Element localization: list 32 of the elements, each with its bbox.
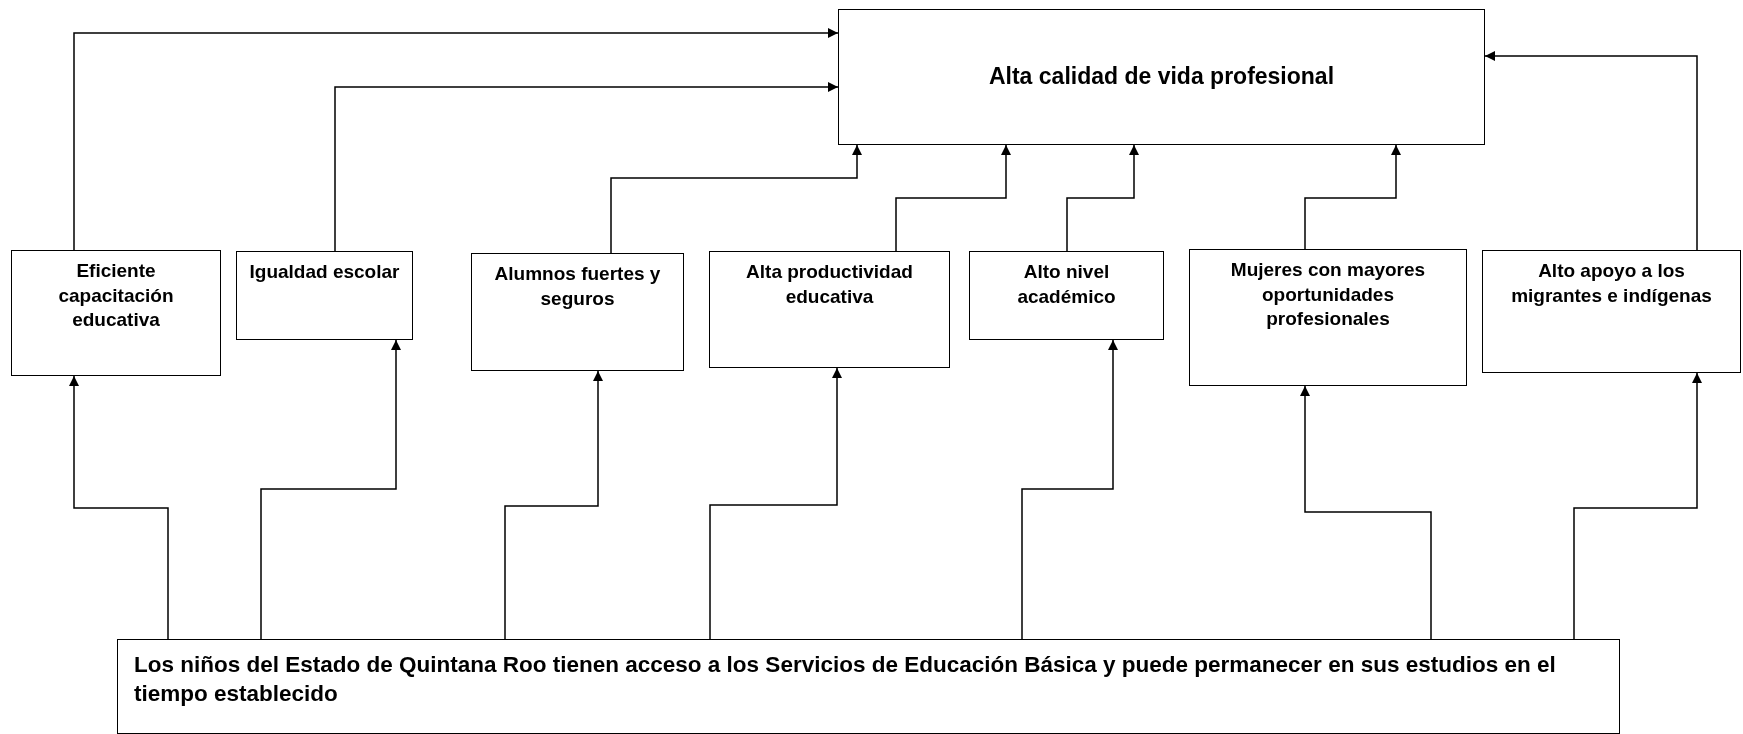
arrow xyxy=(69,375,169,640)
box-label: Los niños del Estado de Quintana Roo tienen acceso a los Servicios de Educación Básica y puede permanecer en sus estudios en el tiempo establecido xyxy=(134,651,1557,709)
text-box xyxy=(11,250,221,376)
arrow xyxy=(73,28,839,251)
text-box xyxy=(1189,249,1467,386)
arrow xyxy=(1066,144,1139,252)
arrow xyxy=(1021,339,1118,640)
arrow xyxy=(1484,51,1698,251)
text-box xyxy=(471,253,684,371)
text-box xyxy=(1482,250,1741,373)
arrow xyxy=(504,370,603,640)
arrow xyxy=(1304,144,1401,250)
text-box xyxy=(236,251,413,340)
arrow xyxy=(610,144,862,254)
box-label: Igualdad escolar xyxy=(249,260,400,284)
text-box xyxy=(838,9,1485,145)
box-label: Mujeres con mayores oportunidades profesionales xyxy=(1229,258,1427,332)
box-label: Alumnos fuertes y seguros xyxy=(493,262,662,311)
arrow xyxy=(1300,385,1432,640)
arrow xyxy=(260,339,401,640)
box-label: Alta calidad de vida profesional xyxy=(988,62,1335,92)
box-label: Alta productividad educativa xyxy=(745,260,914,309)
text-box xyxy=(117,639,1620,734)
arrow xyxy=(895,144,1011,252)
text-box xyxy=(709,251,950,368)
text-box xyxy=(969,251,1164,340)
box-label: Eficiente capacitación educativa xyxy=(57,259,175,333)
arrow xyxy=(709,367,842,640)
arrow xyxy=(1573,372,1702,640)
arrow xyxy=(334,82,839,252)
box-label: Alto nivel académico xyxy=(1016,260,1117,309)
box-label: Alto apoyo a los migrantes e indígenas xyxy=(1510,259,1713,308)
